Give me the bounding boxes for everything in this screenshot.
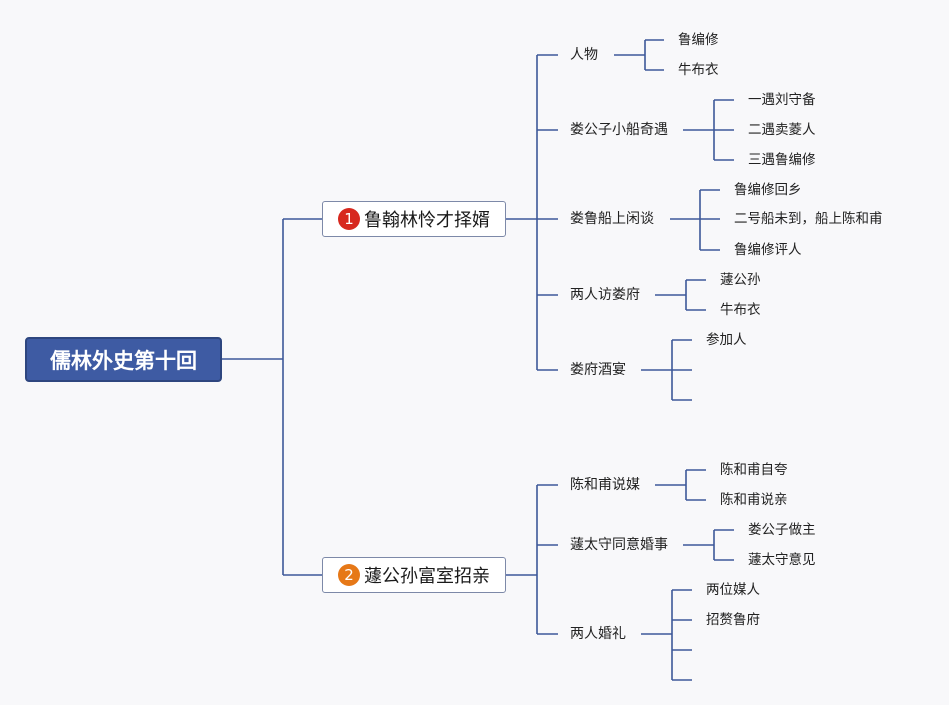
leaf-encounter-3[interactable]: 三遇鲁编修 xyxy=(748,152,816,168)
topic-wedding[interactable]: 两人婚礼 xyxy=(570,626,626,642)
topic-lou-boat-encounter[interactable]: 娄公子小船奇遇 xyxy=(570,122,668,138)
leaf-chat-3[interactable]: 鲁编修评人 xyxy=(734,242,802,258)
leaf-boast[interactable]: 陈和甫自夸 xyxy=(720,462,788,478)
leaf-chat-1[interactable]: 鲁编修回乡 xyxy=(734,182,802,198)
leaf-marry-into-lu[interactable]: 招赘鲁府 xyxy=(706,612,760,628)
branch-2-label: 蘧公孙富室招亲 xyxy=(364,566,490,587)
number-2-badge-icon: 2 xyxy=(338,564,360,586)
leaf-encounter-2[interactable]: 二遇卖菱人 xyxy=(748,122,816,138)
leaf-qu-gongsun[interactable]: 蘧公孙 xyxy=(720,272,761,288)
topic-matchmaking[interactable]: 陈和甫说媒 xyxy=(570,477,640,493)
topic-lou-banquet[interactable]: 娄府酒宴 xyxy=(570,362,626,378)
leaf-lu-bianxiu[interactable]: 鲁编修 xyxy=(678,32,719,48)
root-topic[interactable]: 儒林外史第十回 xyxy=(25,337,222,382)
topic-visit-lou[interactable]: 两人访娄府 xyxy=(570,287,640,303)
leaf-prefect-opinion[interactable]: 蘧太守意见 xyxy=(748,552,816,568)
topic-renwu[interactable]: 人物 xyxy=(570,47,598,63)
leaf-niu-buyi-2[interactable]: 牛布衣 xyxy=(720,302,761,318)
leaf-chat-2[interactable]: 二号船未到，船上陈和甫 xyxy=(734,211,883,227)
topic-prefect-agrees[interactable]: 蘧太守同意婚事 xyxy=(570,537,668,553)
leaf-propose[interactable]: 陈和甫说亲 xyxy=(720,492,788,508)
branch-1-label: 鲁翰林怜才择婿 xyxy=(364,210,490,231)
branch-1-node[interactable]: 1 鲁翰林怜才择婿 xyxy=(322,201,506,237)
leaf-encounter-1[interactable]: 一遇刘守备 xyxy=(748,92,816,108)
leaf-attendees[interactable]: 参加人 xyxy=(706,332,747,348)
branch-2-node[interactable]: 2 蘧公孙富室招亲 xyxy=(322,557,506,593)
leaf-matchmakers[interactable]: 两位媒人 xyxy=(706,582,760,598)
number-1-badge-icon: 1 xyxy=(338,208,360,230)
leaf-lou-decides[interactable]: 娄公子做主 xyxy=(748,522,816,538)
topic-boat-chat[interactable]: 娄鲁船上闲谈 xyxy=(570,211,654,227)
leaf-niu-buyi[interactable]: 牛布衣 xyxy=(678,62,719,78)
